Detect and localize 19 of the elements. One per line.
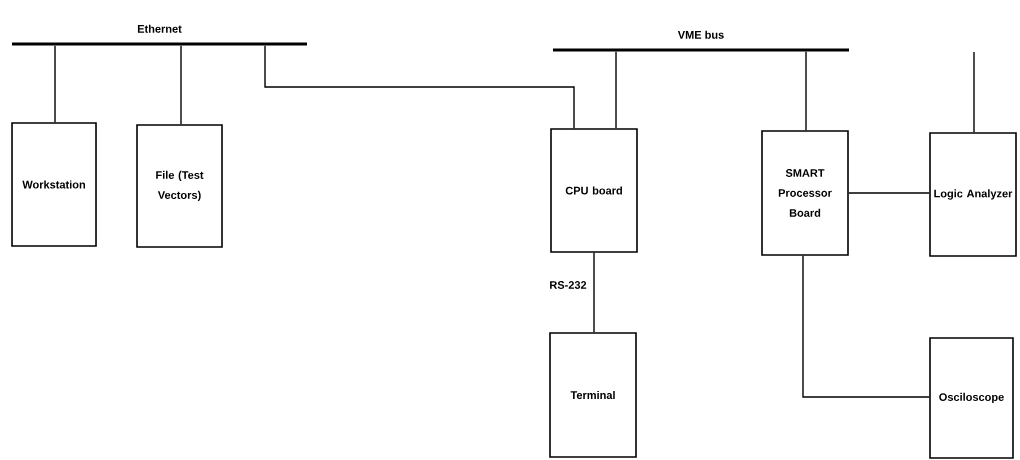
connector-line	[264, 45, 575, 129]
component-box: File (Test Vectors)	[136, 124, 223, 248]
connector-line	[973, 51, 975, 133]
connector-line	[802, 255, 930, 398]
component-box: SMART Processor Board	[761, 130, 849, 256]
component-box: Osciloscope	[929, 337, 1014, 459]
connector-line	[848, 192, 930, 194]
edge-label: RS-232	[548, 280, 588, 290]
connector-line	[180, 45, 182, 125]
bus-line: Ethernet	[12, 24, 307, 46]
connector-line	[805, 51, 807, 131]
component-box: Terminal	[549, 332, 637, 458]
connector-line	[54, 45, 56, 123]
component-box: Logic Analyzer	[929, 132, 1017, 257]
bus-line: VME bus	[553, 30, 849, 52]
connector-line	[593, 252, 595, 333]
component-box: CPU board	[550, 128, 638, 253]
component-box: Workstation	[11, 122, 97, 247]
connector-line	[615, 51, 617, 129]
